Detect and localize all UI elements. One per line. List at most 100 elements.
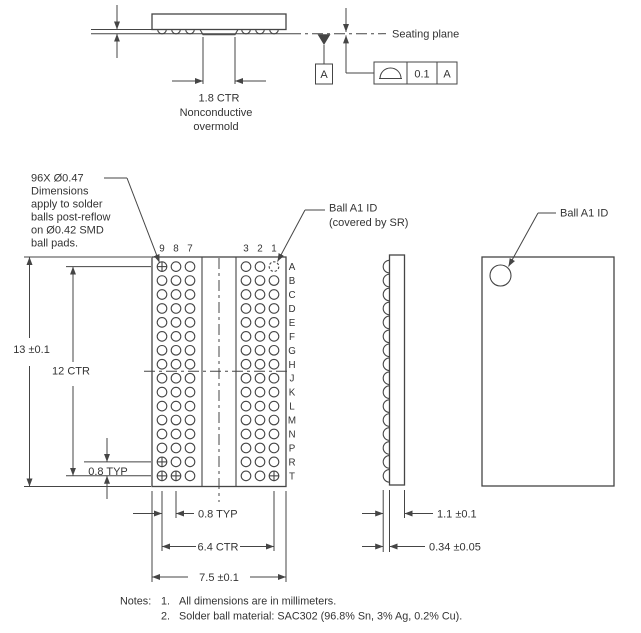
solder-ball-B1 <box>268 275 280 286</box>
overmold-note-line1: Nonconductive <box>180 107 253 119</box>
row-label-E: E <box>289 318 296 329</box>
ball-note-line3: apply to solder <box>31 199 103 211</box>
row-label-T: T <box>289 471 295 482</box>
note-1-number: 1. <box>161 596 170 608</box>
solder-ball-T3 <box>240 470 252 482</box>
notes-heading: Notes: <box>120 596 151 608</box>
elevation-view: Seating plane 1.8 CTR Nonconductive over… <box>91 5 459 133</box>
side-ball-bump <box>382 357 390 372</box>
solder-ball-A7 <box>184 261 196 272</box>
side-ball-bumps <box>382 259 390 483</box>
solder-ball-K1 <box>268 386 280 398</box>
package-body-profile <box>388 254 406 486</box>
solder-ball-P7 <box>184 442 196 454</box>
col-label-7: 7 <box>187 244 192 255</box>
solder-ball-E7 <box>184 317 196 328</box>
solder-ball-P9 <box>156 442 168 454</box>
solder-ball-C2 <box>254 289 266 300</box>
solder-ball-F3 <box>240 331 252 342</box>
solder-ball-B2 <box>254 275 266 286</box>
ball-note-line2: Dimensions <box>31 186 89 198</box>
solder-ball-B8 <box>170 275 182 286</box>
solder-ball-H8 <box>170 358 182 370</box>
dim-ball-height-label: 0.34 ±0.05 <box>429 541 481 553</box>
package-body-side <box>151 13 287 31</box>
row-label-G: G <box>288 346 296 357</box>
side-ball-bump <box>382 301 390 316</box>
solder-ball-B7 <box>184 275 196 286</box>
fcf-datum-ref: A <box>443 69 451 81</box>
top-ball-a1-label: Ball A1 ID <box>560 208 608 220</box>
solder-ball-G1 <box>268 344 280 356</box>
solder-ball-G7 <box>184 344 196 356</box>
row-label-D: D <box>288 304 295 315</box>
solder-ball-M7 <box>184 414 196 426</box>
note-2-number: 2. <box>161 611 170 623</box>
solder-ball-R7 <box>184 456 196 468</box>
solder-ball-G9 <box>156 344 168 356</box>
flatness-symbol-icon <box>379 67 402 79</box>
side-ball-bump <box>382 371 390 386</box>
solder-ball-M2 <box>254 414 266 426</box>
ball-a1-covered-label-line1: Ball A1 ID <box>329 203 377 215</box>
note-1-text: All dimensions are in millimeters. <box>179 596 336 608</box>
solder-ball-N9 <box>156 428 168 440</box>
side-ball-bump <box>382 441 390 455</box>
side-ball-bump <box>382 385 390 399</box>
solder-ball-J8 <box>170 372 182 384</box>
row-label-P: P <box>289 443 296 454</box>
solder-ball-J1 <box>268 372 280 384</box>
datum-triangle <box>317 34 331 45</box>
solder-ball-F7 <box>184 331 196 342</box>
side-ball-bump <box>382 427 390 441</box>
solder-ball-E8 <box>170 317 182 328</box>
side-ball-bump <box>382 469 390 483</box>
datum-letter: A <box>320 69 328 81</box>
side-ball-bump <box>382 329 390 344</box>
solder-ball-D8 <box>170 303 182 314</box>
solder-ball-K8 <box>170 386 182 398</box>
row-label-L: L <box>289 402 295 413</box>
solder-ball-J2 <box>254 372 266 384</box>
side-ball-bump <box>382 273 390 288</box>
row-label-M: M <box>288 416 296 427</box>
solder-ball-P3 <box>240 442 252 454</box>
solder-ball-C9 <box>156 289 168 300</box>
bottom-view: 96X Ø0.47 Dimensions apply to solder bal… <box>13 173 408 584</box>
solder-ball-H1 <box>268 358 280 370</box>
solder-ball-E1 <box>268 317 280 328</box>
solder-ball-E3 <box>240 317 252 328</box>
side-ball-bump <box>382 259 390 274</box>
ball-a1-id-mark <box>489 264 512 287</box>
solder-ball-K9 <box>156 386 168 398</box>
solder-ball-N2 <box>254 428 266 440</box>
solder-ball-E9 <box>156 317 168 328</box>
solder-ball-M9 <box>156 414 168 426</box>
solder-ball-G3 <box>240 344 252 356</box>
solder-ball-F2 <box>254 331 266 342</box>
solder-ball-H9 <box>156 358 168 370</box>
solder-ball-K7 <box>184 386 196 398</box>
solder-ball-B3 <box>240 275 252 286</box>
overmold-dim-label: 1.8 CTR <box>199 93 240 105</box>
solder-ball-L1 <box>268 400 280 412</box>
seating-plane-label: Seating plane <box>392 29 459 41</box>
row-label-H: H <box>288 360 295 371</box>
solder-ball-A8 <box>170 261 182 272</box>
solder-ball-D3 <box>240 303 252 314</box>
solder-ball-K2 <box>254 386 266 398</box>
note-2-text: Solder ball material: SAC302 (96.8% Sn, … <box>179 611 462 623</box>
solder-ball-A1 <box>268 261 280 272</box>
solder-ball-G2 <box>254 344 266 356</box>
solder-ball-C1 <box>268 289 280 300</box>
ball-note: 96X Ø0.47 Dimensions apply to solder bal… <box>31 173 111 250</box>
solder-ball-B9 <box>156 275 168 286</box>
row-label-B: B <box>289 276 296 287</box>
solder-ball-J7 <box>184 372 196 384</box>
dim-col-span-label: 6.4 CTR <box>198 541 239 553</box>
row-label-R: R <box>288 457 295 468</box>
solder-ball-L9 <box>156 400 168 412</box>
solder-ball-P8 <box>170 442 182 454</box>
